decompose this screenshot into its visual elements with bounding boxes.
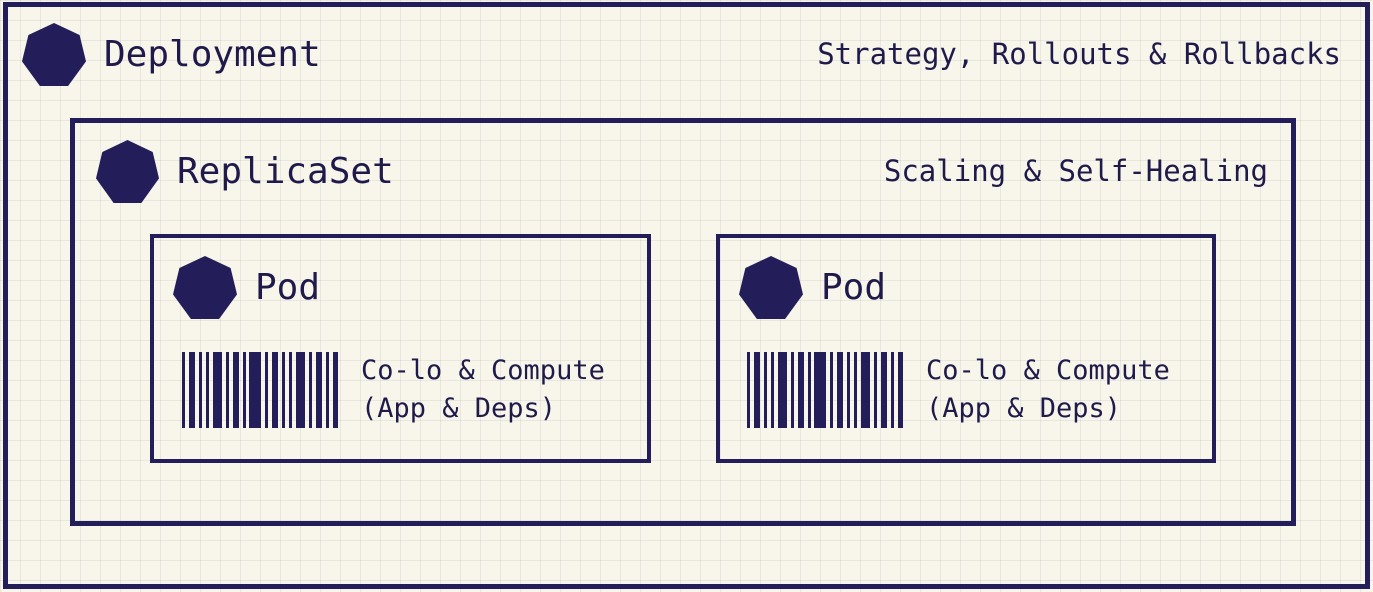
replicaset-subtitle: Scaling & Self-Healing bbox=[883, 154, 1268, 188]
pod-description-line-2: (App & Deps) bbox=[926, 393, 1122, 424]
pod-title: Pod bbox=[255, 267, 321, 308]
barcode-icon bbox=[747, 352, 903, 428]
barcode-icon bbox=[182, 352, 338, 428]
pod-box bbox=[150, 234, 651, 463]
pod-box bbox=[716, 234, 1216, 463]
pod-description-line-1: Co-lo & Compute bbox=[361, 355, 605, 386]
heptagon-icon bbox=[96, 140, 159, 203]
pod-description: Co-lo & Compute (App & Deps) bbox=[361, 352, 605, 428]
replicaset-title: ReplicaSet bbox=[177, 151, 394, 192]
heptagon-icon bbox=[22, 23, 86, 86]
replicaset-box bbox=[70, 118, 1296, 526]
pod-title: Pod bbox=[821, 267, 887, 308]
deployment-subtitle: Strategy, Rollouts & Rollbacks bbox=[817, 37, 1341, 71]
pod-description-line-1: Co-lo & Compute bbox=[926, 355, 1170, 386]
heptagon-icon bbox=[739, 256, 803, 319]
heptagon-icon bbox=[173, 256, 237, 319]
pod-description-line-2: (App & Deps) bbox=[361, 393, 557, 424]
deployment-title: Deployment bbox=[104, 34, 321, 75]
pod-description: Co-lo & Compute (App & Deps) bbox=[926, 352, 1170, 428]
deployment-box bbox=[3, 2, 1370, 589]
